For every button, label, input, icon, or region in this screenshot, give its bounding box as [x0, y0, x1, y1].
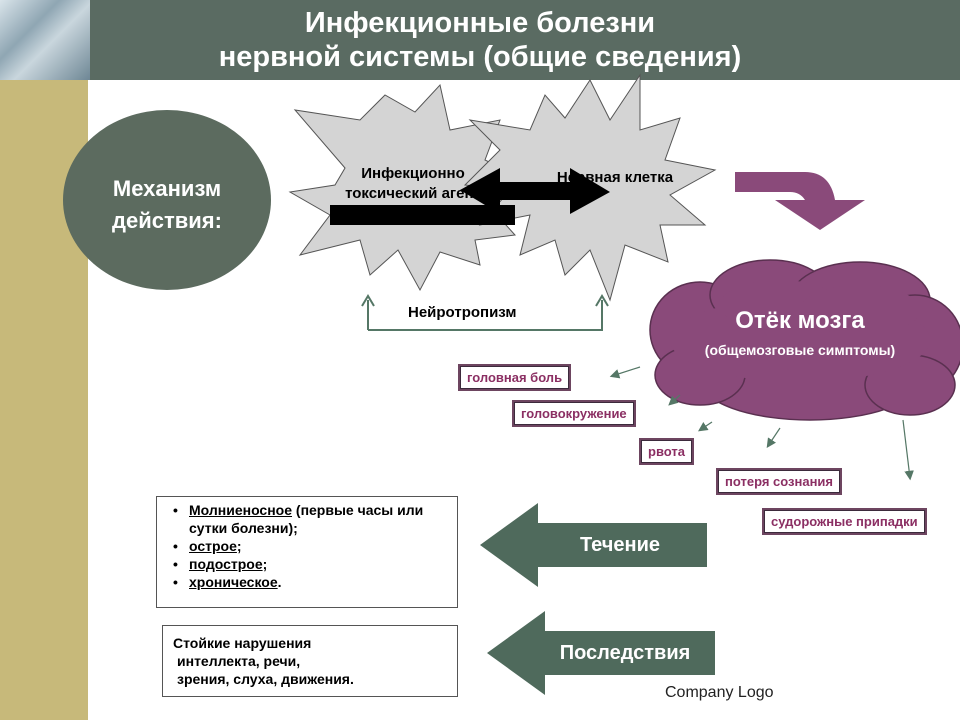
agent-label-line2: токсический агент [345, 185, 481, 202]
course-rest-2: ; [262, 556, 268, 572]
arrow-to-vomiting [698, 421, 713, 432]
arrow-to-consciousness [766, 427, 781, 448]
consequences-arrow-shape [487, 611, 715, 695]
neurotropism-arrow-right [595, 294, 609, 307]
header-bar [0, 0, 960, 80]
course-types-list: Молниеносное (первые часы или сутки боле… [163, 501, 451, 591]
agent-label-line1: Инфекционно [361, 165, 465, 182]
neurotropism-label: Нейротропизм [408, 304, 517, 321]
symptom-loss-of-consciousness: потеря сознания [718, 470, 841, 493]
title-line-2: нервной системы (общие сведения) [218, 41, 742, 73]
course-rest-3: . [277, 574, 282, 590]
course-arrow-shape [480, 503, 707, 587]
purple-bent-arrow [735, 172, 865, 230]
neurotropism-arrow-left [361, 294, 375, 307]
symptom-headache: головная боль [460, 366, 570, 389]
course-item-acute: острое; [173, 537, 451, 555]
arrow-to-headache [609, 366, 641, 379]
arrow-to-dizziness [668, 394, 681, 406]
course-term-0: Молниеносное [189, 502, 293, 518]
cloud-title: Отёк мозга [735, 307, 865, 334]
cloud-fill [670, 280, 930, 382]
double-arrow [460, 168, 610, 214]
agent-label: Инфекционно токсический агент [338, 164, 488, 204]
consequences-box: Стойкие нарушения интеллекта, речи, зрен… [162, 625, 458, 697]
consequences-line-1: Стойкие нарушения [173, 635, 312, 651]
symptom-dizziness: головокружение [514, 402, 634, 425]
consequences-arrow-label: Последствия [559, 642, 691, 664]
consequences-line-2: интеллекта, речи, [177, 653, 301, 669]
course-term-1: острое [189, 538, 237, 554]
mechanism-label-line1: Механизм [113, 176, 221, 201]
cloud-subtitle: (общемозговые симптомы) [705, 342, 895, 358]
course-item-chronic: хроническое. [173, 573, 451, 591]
symptom-seizures: судорожные припадки [764, 510, 925, 533]
course-types-box: Молниеносное (первые часы или сутки боле… [156, 496, 458, 608]
neurotropism-bracket [367, 300, 603, 331]
cell-label: Нервная клетка [556, 169, 674, 186]
course-rest-1: ; [236, 538, 242, 554]
course-arrow-label: Течение [579, 534, 661, 556]
symptom-vomiting: рвота [641, 440, 692, 463]
page-title: Инфекционные болезни нервной системы (об… [90, 0, 870, 80]
mechanism-ellipse [63, 110, 271, 290]
company-logo: Company Logo [665, 684, 774, 701]
arrow-to-seizures [902, 419, 914, 481]
header-image [0, 0, 90, 80]
course-term-3: хроническое [189, 574, 278, 590]
course-rest-0: (первые часы или сутки болезни); [189, 502, 424, 536]
agent-burst-shape [288, 83, 526, 292]
consequences-line-3: зрения, слуха, движения. [177, 671, 354, 687]
agent-bar [330, 205, 515, 225]
mechanism-label-line2: действия: [112, 208, 222, 233]
course-item-subacute: подострое; [173, 555, 451, 573]
title-line-1: Инфекционные болезни [304, 7, 656, 39]
course-term-2: подострое [189, 556, 263, 572]
course-item-fulminant: Молниеносное (первые часы или сутки боле… [173, 501, 451, 537]
